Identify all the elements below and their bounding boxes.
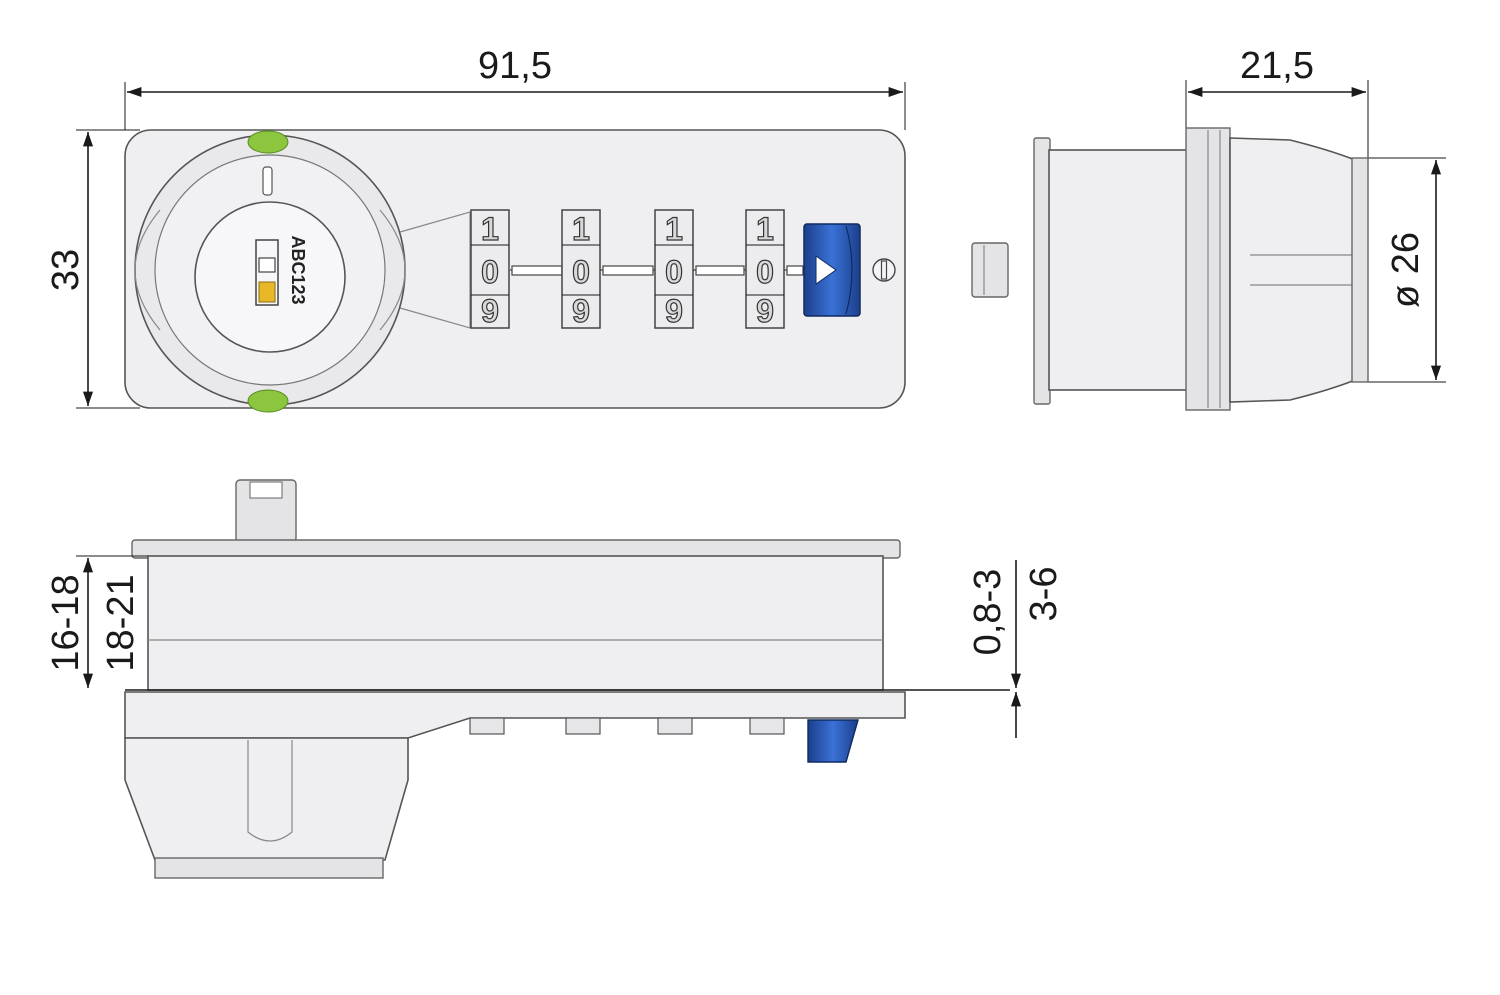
dimension-width-top: 91,5 [124,45,906,130]
dimension-range-left: 16-18 18-21 [45,555,148,688]
dimension-range-right: 0,8-3 3-6 [967,560,1065,738]
wheel-0-bottom: 9 [481,293,499,329]
wheel-3[interactable]: 1 0 9 [745,209,785,330]
code-label: ABC123 [288,235,308,304]
side-stub [971,242,1009,298]
top-blue-tab[interactable] [807,719,859,763]
wheel-1-top: 1 [572,211,590,247]
dial[interactable]: ABC123 [134,130,406,413]
top-nut [124,737,409,861]
wheel-1-middle: 0 [572,254,590,290]
wheel-spacer [602,265,654,276]
wheel-3-middle: 0 [756,254,774,290]
top-underbody [124,691,906,739]
dial-marker [262,166,273,196]
dimension-depth-side: 21,5 [1185,45,1369,158]
indicator-top-icon [247,130,289,154]
side-cylinder-ring [1351,157,1369,383]
top-housing [147,555,884,691]
dimension-height-front: 33 [45,129,140,409]
wheel-1[interactable]: 1 0 9 [561,209,601,330]
dimension-label-height: 33 [45,249,87,291]
wheel-2-top: 1 [665,211,683,247]
dimension-label-range-b: 18-21 [100,574,142,671]
wheel-2[interactable]: 1 0 9 [654,209,694,330]
wheel-3-top: 1 [756,211,774,247]
screw-slot-icon [872,258,896,282]
dimension-label-depth: 21,5 [1240,45,1314,87]
wheel-0[interactable]: 1 0 9 [470,209,510,330]
wheel-3-bottom: 9 [756,293,774,329]
side-cylinder [1229,137,1356,403]
wheel-2-middle: 0 [665,254,683,290]
indicator-bottom-icon [247,389,289,413]
wheel-0-top: 1 [481,211,499,247]
dimension-label-panel-a: 0,8-3 [967,569,1009,656]
wheel-spacer [786,265,804,276]
front-view: 91,5 33 ABC123 [45,45,906,413]
side-faceplate [1033,137,1051,405]
dimension-label-width: 91,5 [478,45,552,87]
wheel-1-bottom: 9 [572,293,590,329]
top-wheel-teeth [469,717,785,735]
top-view: 16-18 18-21 0,8-3 3-6 [45,479,1065,879]
dimension-label-range-a: 16-18 [45,574,87,671]
push-button[interactable] [803,223,861,317]
dimension-label-diameter: ø 26 [1385,232,1427,308]
side-housing [1048,149,1188,391]
top-nut-ring [154,857,384,879]
key-cylinder [194,201,346,353]
dimension-label-panel-b: 3-6 [1023,567,1065,622]
key-slot-icon [255,239,279,306]
wheel-spacer [695,265,745,276]
wheel-2-bottom: 9 [665,293,683,329]
wheel-spacer [511,265,563,276]
dimension-diameter-side: ø 26 [1360,157,1446,383]
wheel-0-middle: 0 [481,254,499,290]
play-triangle-icon [815,255,837,285]
side-view: 21,5 ø 26 [971,45,1446,411]
